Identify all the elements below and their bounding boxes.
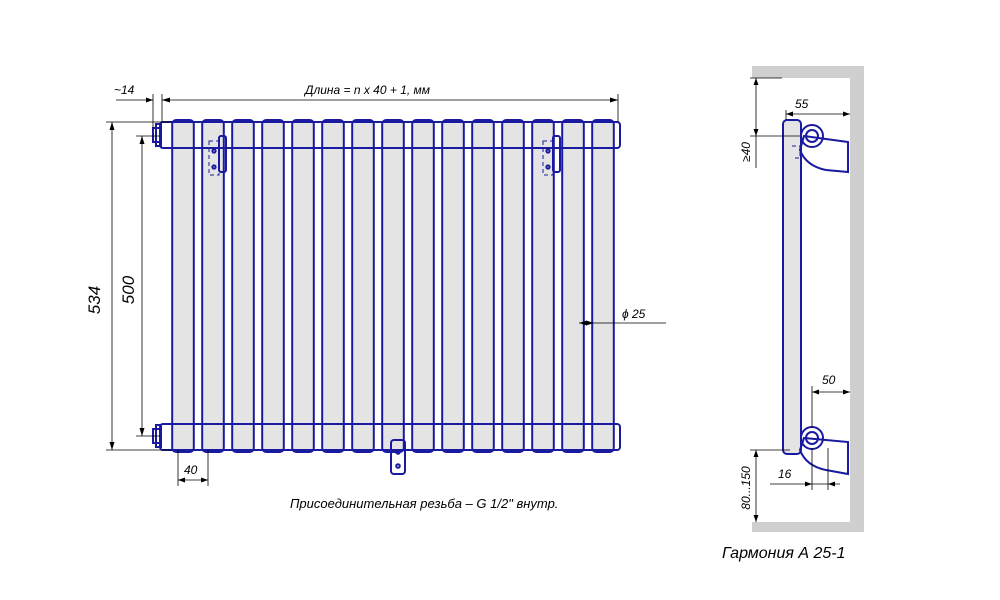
radiator-section <box>201 119 225 453</box>
length-formula-label: Длина = n x 40 + 1, мм <box>303 83 430 97</box>
dimension-side-depth-bottom <box>811 386 850 428</box>
radiator-section <box>591 119 615 453</box>
side-section <box>782 119 802 455</box>
thread-caption: Присоединительная резьба – G 1/2" внутр. <box>290 496 558 511</box>
radiator-section <box>231 119 255 453</box>
dimension-height-axis <box>136 135 160 437</box>
radiator-section <box>261 119 285 453</box>
top-collector <box>159 121 621 149</box>
pitch-label: 40 <box>184 463 198 477</box>
dimension-floor-gap <box>750 449 790 522</box>
dimension-pitch <box>177 450 209 486</box>
offset-top-label: ~14 <box>114 83 135 97</box>
side-top-connection <box>792 124 849 174</box>
dimension-side-depth-top <box>785 110 850 120</box>
radiator-section <box>351 119 375 453</box>
side-view: 55 ≥40 50 16 <box>722 66 864 562</box>
front-view: ~14 Длина = n x 40 + 1, мм 534 500 <box>85 83 666 511</box>
side-gap-label: ≥40 <box>739 142 753 162</box>
side-depth-bottom-label: 50 <box>822 373 836 387</box>
side-bottom-connection <box>798 426 849 476</box>
dimension-side-pipe <box>770 448 840 490</box>
bracket-left <box>208 135 227 176</box>
radiator-section <box>531 119 555 453</box>
floor-gap-label: 80...150 <box>739 466 753 510</box>
radiator-section <box>321 119 345 453</box>
dimension-height-total <box>106 121 172 451</box>
radiator-section <box>471 119 495 453</box>
side-depth-top-label: 55 <box>795 97 809 111</box>
floor-wall-top <box>752 66 864 78</box>
radiator-section <box>501 119 525 453</box>
side-pipe-label: 16 <box>778 467 792 481</box>
model-title: Гармония А 25-1 <box>722 545 846 562</box>
diameter-label: ϕ 25 <box>622 307 646 321</box>
dimension-diameter <box>579 320 666 326</box>
radiator-section <box>291 119 315 453</box>
dimension-side-gap <box>750 77 800 168</box>
height-axis-label: 500 <box>119 275 138 304</box>
radiator-section <box>381 119 405 453</box>
radiator-section <box>171 119 195 453</box>
height-total-label: 534 <box>85 286 104 314</box>
radiator-sections <box>171 119 615 453</box>
bracket-right <box>542 135 561 176</box>
radiator-section <box>561 119 585 453</box>
radiator-section <box>411 119 435 453</box>
wall <box>850 66 864 530</box>
bracket-bottom <box>390 439 406 475</box>
inlet-nipple-top <box>152 123 162 147</box>
radiator-section <box>441 119 465 453</box>
floor <box>752 522 864 532</box>
